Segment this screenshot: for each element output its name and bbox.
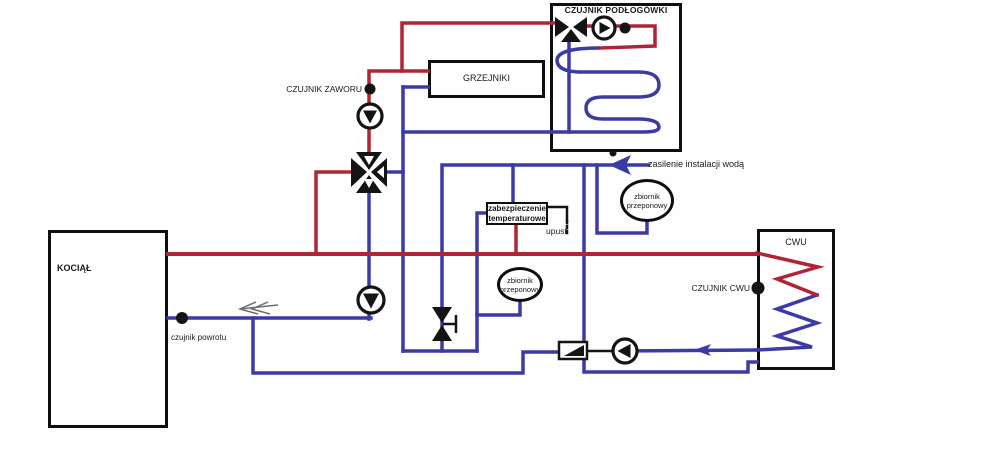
cwu-coil-hot <box>754 250 825 298</box>
three-way-valve-left <box>555 17 569 37</box>
shutoff-valve-bottom <box>432 325 452 341</box>
cwu-loading-pump-pump-rotor-icon <box>617 344 631 358</box>
supply-arrowhead <box>609 155 631 175</box>
floor-supply-top <box>400 21 559 73</box>
floor-circuit-pump-pump-rotor-icon <box>599 22 611 34</box>
cwu-coil-cold <box>755 292 823 352</box>
flow-arrow-chevron2 <box>249 301 271 315</box>
radiators-box <box>428 60 545 98</box>
shutoff-valve-top <box>432 307 452 323</box>
cold-feed-to-cwu <box>582 163 759 374</box>
upust-outlet <box>546 205 569 223</box>
cwu-return-arrowhead <box>694 344 711 356</box>
valve-sensor-dot <box>364 83 376 95</box>
valve-sensor-label: CZUJNIK ZAWORU <box>286 84 362 94</box>
expansion-tank-1: zbiornik przeponowy <box>620 179 674 222</box>
boiler-label: KOCIĄŁ <box>57 263 92 273</box>
four-way-valve-arrow-right <box>377 166 384 178</box>
water-supply-line <box>440 163 650 353</box>
mix-valve-left-branch <box>314 170 352 256</box>
cwu-sensor-label: CZUJNIK CWU <box>691 283 750 293</box>
floor-pipe-sensor-dot <box>619 22 631 34</box>
water-supply-label: zasilenie instalacji wodą <box>648 159 745 169</box>
expansion-tank-2: zbiornik przeponowy <box>497 267 543 302</box>
filter-mesh <box>564 345 584 356</box>
four-way-valve-arrow-bottom <box>364 179 374 188</box>
relief-label: upust <box>546 226 567 236</box>
flow-arrow-chevron1 <box>237 301 259 315</box>
expansion-tank-2-line1: zbiornik <box>507 275 533 285</box>
three-way-valve-right <box>573 17 587 37</box>
heating-circuit-pump-pump-rotor-icon <box>363 110 377 124</box>
return-sensor-dot <box>176 312 188 324</box>
floor-coil <box>550 46 661 134</box>
cwu-label: CWU <box>785 237 807 247</box>
boiler-return-pump-pump-rotor-icon <box>363 293 379 309</box>
three-way-valve-bottom <box>561 29 581 42</box>
flow-arrow-tail <box>239 304 279 310</box>
cwu-sensor-dot <box>751 281 765 295</box>
expansion1-trap <box>595 163 649 235</box>
expansion-tank-2-line2: przeponowy <box>499 284 541 294</box>
expansion-tank-1-line2: przeponowy <box>626 200 668 210</box>
expansion-tank-1-line1: zbiornik <box>634 191 660 201</box>
boiler-box <box>48 230 168 428</box>
radiators-label: GRZEJNIKI <box>462 73 510 83</box>
bottom-return-run <box>251 316 563 375</box>
floor-box-title: CZUJNIK PODŁOGÓWKI <box>564 5 668 15</box>
four-way-valve-arrow-top <box>364 156 374 165</box>
expansion2-trap <box>475 300 522 317</box>
return-sensor-label: czujnik powrotu <box>171 333 227 342</box>
floor-box-bottom-dot <box>609 149 617 157</box>
thermal-guard-line1: zabezpieczenie <box>488 204 546 214</box>
thermal-guard-box: zabezpieczenie temperaturowe <box>486 202 548 225</box>
thermal-guard-line2: temperaturowe <box>488 213 546 223</box>
thermal-guard-left-drop <box>475 211 489 353</box>
four-way-valve-left <box>351 158 367 187</box>
